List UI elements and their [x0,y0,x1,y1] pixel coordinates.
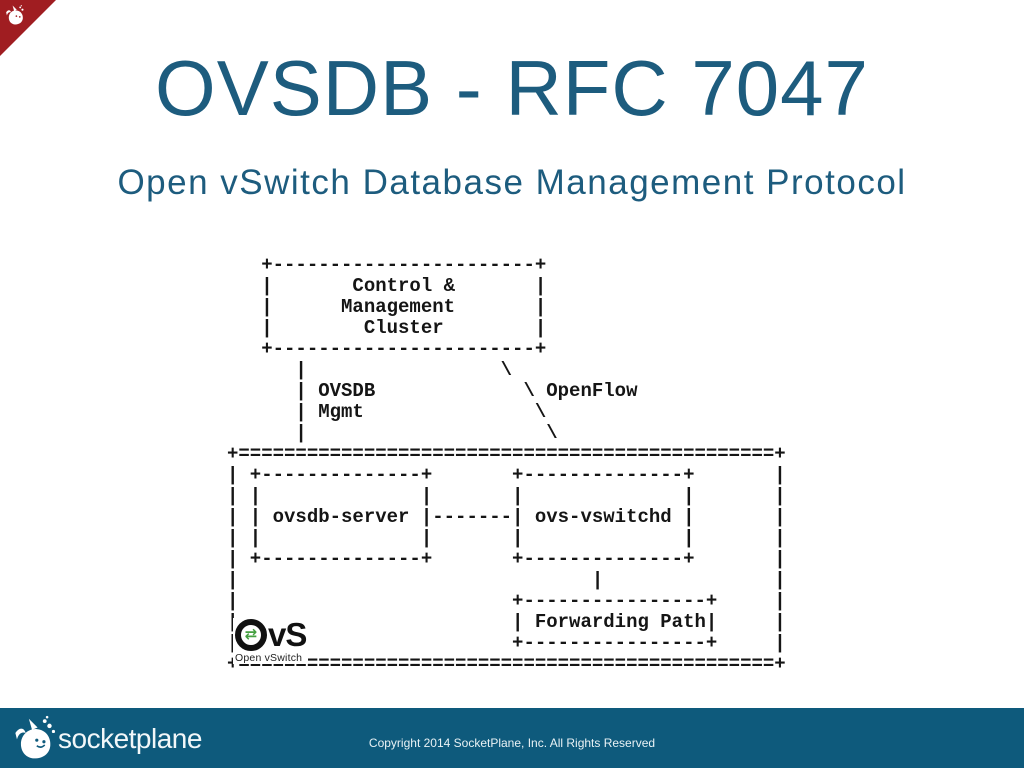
footer-bar: socketplane Copyright 2014 SocketPlane, … [0,708,1024,768]
copyright-text: Copyright 2014 SocketPlane, Inc. All Rig… [368,736,656,750]
slide-subtitle: Open vSwitch Database Management Protoco… [117,163,907,202]
slide-title: OVSDB - RFC 7047 [155,44,869,132]
open-vswitch-logo: ⇄ vS Open vSwitch [233,616,309,664]
corner-mascot-icon [6,5,24,25]
ovs-logo-row: ⇄ vS [235,616,307,653]
socketplane-whale-icon [15,715,56,759]
ovs-arrows-icon: ⇄ [244,625,258,643]
ovs-logo-text: vS [268,616,307,653]
corner-ribbon [0,0,56,56]
ovs-logo-caption: Open vSwitch [235,652,303,664]
brand-wordmark: socketplane [58,723,202,754]
ovsdb-architecture-ascii-diagram: +-----------------------+ | Control & | … [227,254,786,675]
ovs-ring-icon: ⇄ [235,618,267,651]
